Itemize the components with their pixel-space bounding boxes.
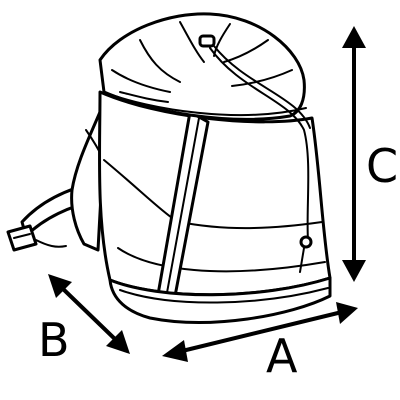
dimension-a-label: A xyxy=(266,329,298,383)
cord-toggle xyxy=(198,34,216,48)
dimension-c-label: C xyxy=(366,139,398,193)
drawstring-top xyxy=(98,12,307,121)
bag-base xyxy=(108,276,332,324)
drawstring-cord xyxy=(209,45,311,241)
bag-body xyxy=(97,90,332,297)
dimension-c-arrow xyxy=(342,26,366,282)
dimension-b-label: B xyxy=(38,313,70,367)
strap-buckle xyxy=(6,224,38,252)
dimension-a-arrow xyxy=(162,302,358,362)
dimension-b-arrow xyxy=(48,274,130,354)
backpack-illustration xyxy=(6,12,332,324)
cord-bead xyxy=(299,235,313,249)
